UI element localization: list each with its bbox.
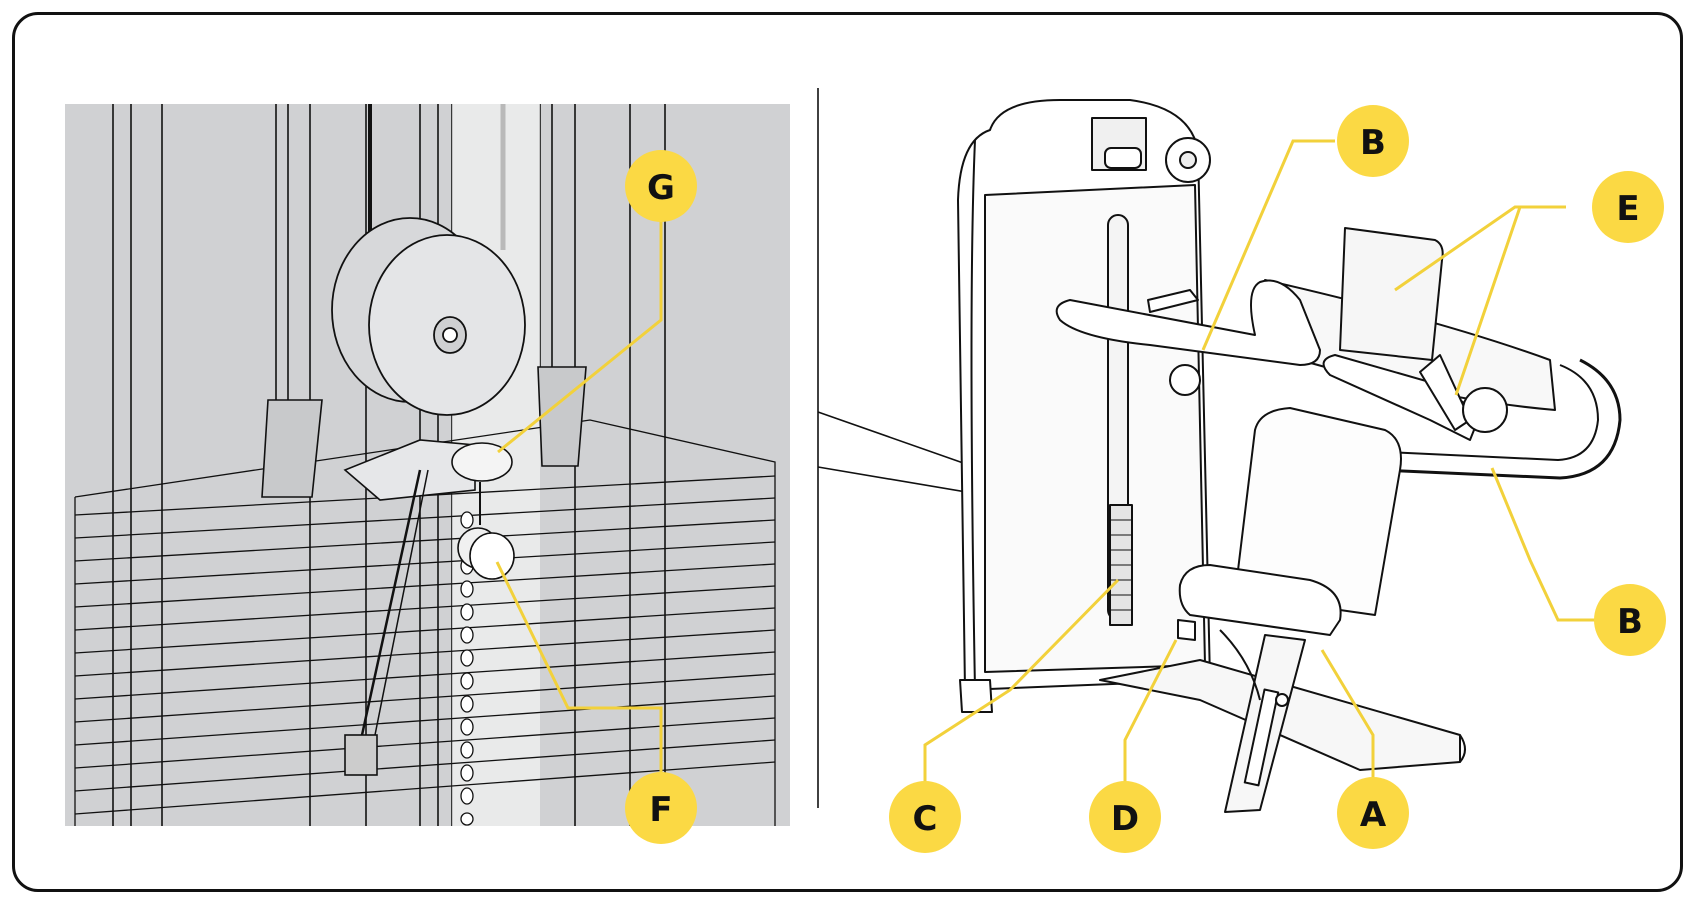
callout-e-label: E [1616, 189, 1639, 229]
callout-a-label: A [1360, 795, 1387, 835]
selector-pin [457, 482, 515, 580]
callout-c: C [889, 781, 961, 853]
shoulder-press-machine [957, 99, 1622, 813]
callout-b-top-label: B [1360, 123, 1386, 163]
callout-d: D [1089, 781, 1161, 853]
callout-f: F [625, 772, 697, 844]
pulley-wheel [331, 217, 526, 416]
weight-stack-detail-panel [65, 104, 790, 826]
callout-b-top: B [1337, 105, 1409, 177]
callout-g: G [625, 150, 697, 222]
callout-f-label: F [649, 790, 672, 830]
callout-b-bottom-label: B [1617, 602, 1643, 642]
callout-e: E [1592, 171, 1664, 243]
weight-plates [74, 419, 776, 826]
leader-B-bottom [1490, 467, 1596, 622]
leader-G [497, 216, 663, 454]
leader-C [923, 578, 1120, 805]
callout-a: A [1337, 777, 1409, 849]
leader-F [495, 561, 663, 795]
leader-lines [495, 139, 1596, 808]
diagram-frame [12, 12, 1683, 892]
callout-g-label: G [647, 168, 675, 208]
callout-b-bottom: B [1594, 584, 1666, 656]
leader-B-top [1201, 139, 1335, 351]
leader-E-right [1454, 205, 1566, 396]
callout-d-label: D [1111, 799, 1139, 839]
callout-c-label: C [913, 799, 938, 839]
